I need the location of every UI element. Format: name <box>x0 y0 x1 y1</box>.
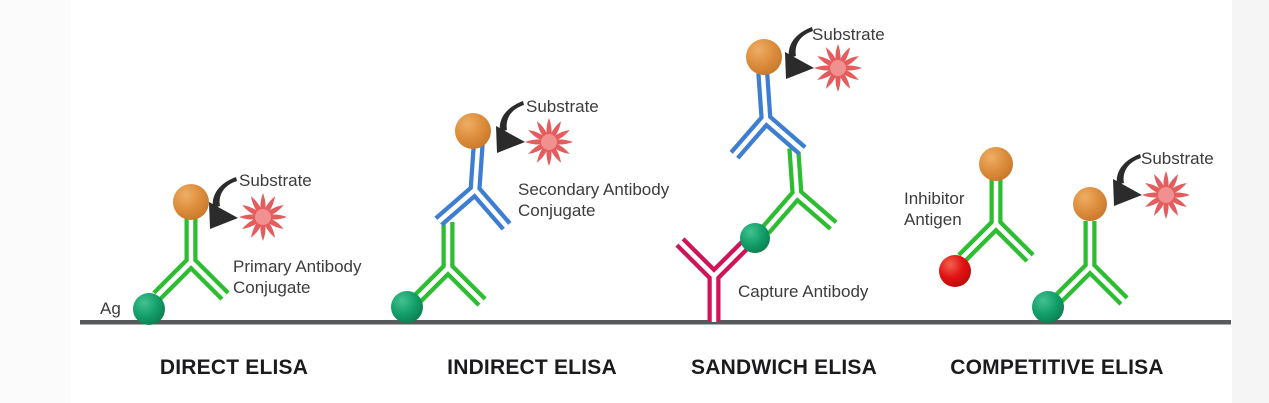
sandwich-elisa-graphic <box>680 27 862 322</box>
free-antibody-icon <box>962 178 1030 258</box>
label-line: Primary Antibody <box>233 257 362 276</box>
substrate-label: Substrate <box>239 171 312 190</box>
label-line: Conjugate <box>518 201 596 220</box>
inhibitor-antigen-label: Inhibitor Antigen <box>904 188 964 230</box>
reaction-arrow-icon <box>785 27 814 79</box>
direct-elisa-graphic <box>133 177 287 325</box>
label-line: Antigen <box>904 210 962 229</box>
substrate-burst-icon <box>239 193 287 241</box>
primary-antibody-icon <box>157 216 225 296</box>
competitive-elisa-graphic <box>939 147 1190 323</box>
ag-label: Ag <box>100 299 121 318</box>
enzyme-ball-icon <box>1073 187 1107 221</box>
substrate-label: Substrate <box>812 25 885 44</box>
enzyme-ball-icon <box>455 113 491 149</box>
antigen-ball-icon <box>740 223 770 253</box>
secondary-antibody-icon <box>439 142 512 227</box>
label-line: Secondary Antibody <box>518 180 670 199</box>
enzyme-ball-icon <box>746 39 782 75</box>
reaction-arrow-icon <box>209 177 238 229</box>
assay-surface-line <box>80 320 1231 325</box>
secondary-antibody-icon <box>729 71 802 156</box>
left-edge-band <box>0 0 70 403</box>
bound-antibody-icon <box>1056 221 1124 301</box>
antigen-ball-icon <box>391 291 423 323</box>
substrate-label: Substrate <box>526 97 599 116</box>
label-line: Inhibitor <box>904 189 965 208</box>
primary-antibody-conjugate-label: Primary Antibody Conjugate <box>233 256 362 298</box>
substrate-burst-icon <box>525 118 573 166</box>
panel-title-indirect: INDIRECT ELISA <box>447 356 617 379</box>
panel-title-competitive: COMPETITIVE ELISA <box>950 356 1164 379</box>
indirect-elisa-graphic <box>391 101 573 323</box>
inhibitor-antigen-ball-icon <box>939 255 971 287</box>
antigen-ball-icon <box>1032 291 1064 323</box>
detection-antibody-icon <box>760 146 833 231</box>
panel-title-direct: DIRECT ELISA <box>159 356 309 379</box>
right-edge-band <box>1232 0 1269 403</box>
substrate-label: Substrate <box>1141 149 1214 168</box>
substrate-burst-icon <box>814 44 862 92</box>
reaction-arrow-icon <box>496 101 525 153</box>
reaction-arrow-icon <box>1113 154 1142 206</box>
primary-antibody-icon <box>414 222 482 302</box>
secondary-antibody-conjugate-label: Secondary Antibody Conjugate <box>518 179 669 221</box>
capture-antibody-label: Capture Antibody <box>738 282 869 301</box>
enzyme-ball-icon <box>979 147 1013 181</box>
label-line: Conjugate <box>233 278 311 297</box>
panel-title-sandwich: SANDWICH ELISA <box>691 356 877 379</box>
antigen-ball-icon <box>133 293 165 325</box>
substrate-burst-icon <box>1142 171 1190 219</box>
enzyme-ball-icon <box>173 184 209 220</box>
